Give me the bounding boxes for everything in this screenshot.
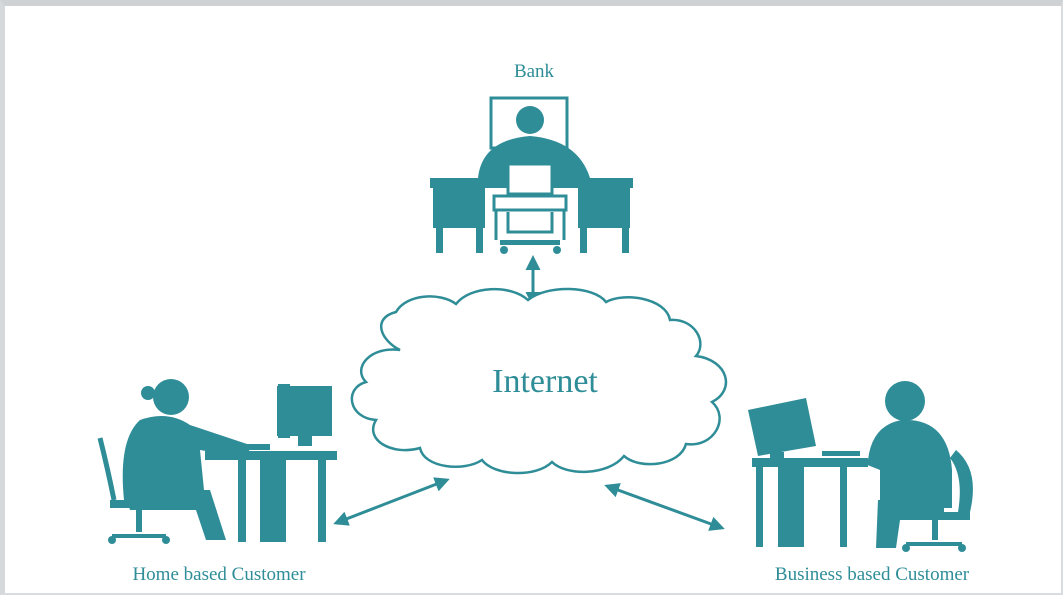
cloud-icon: [350, 287, 728, 475]
home-customer-label: Home based Customer: [132, 564, 306, 585]
home-internet-arrow: [333, 477, 450, 526]
bank-clerk-at-desk-icon: [430, 96, 633, 254]
bank-label: Bank: [514, 61, 555, 82]
business-internet-arrow: [604, 483, 725, 531]
business-user-at-computer-icon: [748, 381, 973, 552]
business-customer-label: Business based Customer: [775, 564, 970, 585]
home-user-at-computer-icon: [97, 379, 337, 544]
internet-label: Internet: [492, 363, 598, 400]
